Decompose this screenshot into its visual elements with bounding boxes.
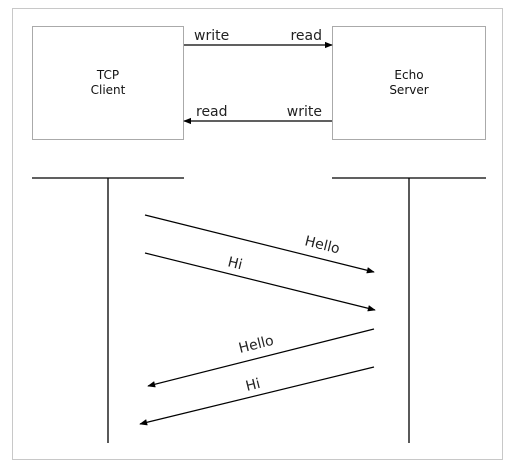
message-hi-to-server-label: Hi (226, 254, 244, 273)
arrow-lower-right-label: write (287, 104, 322, 120)
message-hi-to-server (144, 252, 376, 312)
arrow-lower-left-label: read (196, 104, 228, 120)
echo-server-box: Echo Server (332, 26, 486, 140)
message-hello-to-server-label: Hello (303, 233, 341, 257)
arrow-upper-left-label: write (194, 28, 229, 44)
message-hi-to-client (139, 366, 375, 426)
message-hi-to-client-label: Hi (244, 376, 262, 395)
arrow-upper-right-label: read (290, 28, 322, 44)
server-label-line2: Server (389, 83, 429, 97)
message-hello-to-server (144, 214, 375, 274)
diagram-frame (12, 8, 503, 460)
tcp-client-box: TCP Client (32, 26, 184, 140)
client-label-line1: TCP (96, 68, 120, 82)
client-label-line2: Client (90, 83, 126, 97)
server-label-line1: Echo (394, 68, 424, 82)
message-hello-to-client (147, 328, 375, 388)
message-hello-to-client-label: Hello (237, 333, 275, 357)
